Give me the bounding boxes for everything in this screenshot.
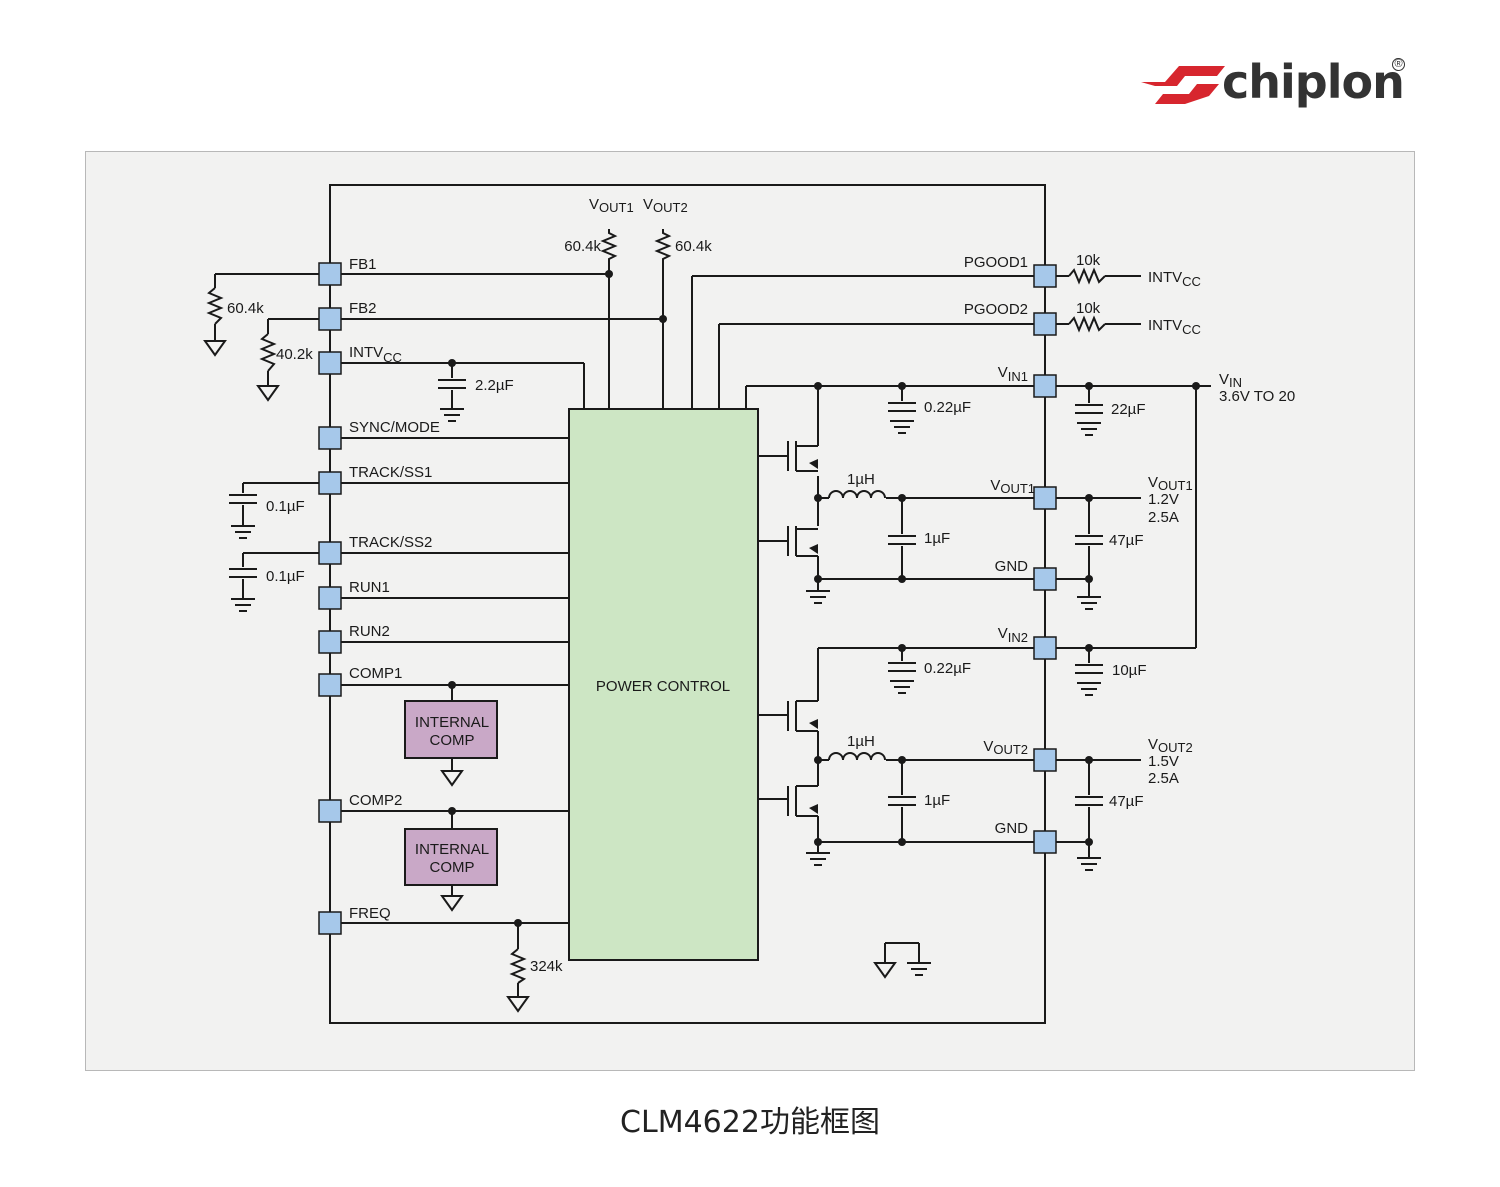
internal-comp-1-line1: INTERNAL [415, 714, 489, 731]
label-c-vin2-int: 0.22µF [924, 660, 971, 677]
pin-freq: FREQ [349, 905, 391, 922]
mosfet-hs2 [787, 700, 818, 732]
label-vout2-top: VOUT2 [643, 196, 688, 215]
label-c-ss1: 0.1µF [266, 498, 305, 515]
label-vout2-current: 2.5A [1148, 770, 1179, 787]
label-vin: VIN [1219, 371, 1242, 390]
label-c-ss2: 0.1µF [266, 568, 305, 585]
pin-gnd1: GND [995, 558, 1029, 575]
chiplon-logo [1141, 66, 1225, 104]
mosfet-ls1 [787, 526, 818, 557]
label-c-intvcc: 2.2µF [475, 377, 514, 394]
label-r-pg2: 10k [1076, 300, 1101, 317]
registered-mark: ® [1392, 58, 1405, 71]
figure-caption: CLM4622功能框图 [620, 1105, 880, 1140]
pin-pgood2: PGOOD2 [964, 301, 1028, 318]
label-vout1-voltage: 1.2V [1148, 491, 1179, 508]
label-c-vin2-ext: 10µF [1112, 662, 1147, 679]
pin-vout2: VOUT2 [983, 738, 1028, 757]
pin-pgood1: PGOOD1 [964, 254, 1028, 271]
label-c-vin1-int: 0.22µF [924, 399, 971, 416]
label-vout2-out: VOUT2 [1148, 736, 1193, 755]
label-c-out1-int: 1µF [924, 530, 950, 547]
pin-track-ss1: TRACK/SS1 [349, 464, 432, 481]
label-r-fb-top2: 60.4k [675, 238, 712, 255]
pin-intvcc: INTVCC [349, 344, 402, 365]
label-vout1-current: 2.5A [1148, 509, 1179, 526]
pin-comp2: COMP2 [349, 792, 402, 809]
label-l1: 1µH [847, 471, 875, 488]
pin-vin2: VIN2 [998, 625, 1028, 645]
internal-comp-1 [404, 700, 498, 759]
pin-comp1: COMP1 [349, 665, 402, 682]
mosfet-hs1 [787, 441, 818, 472]
label-r-fb1: 60.4k [227, 300, 264, 317]
pin-vin1: VIN1 [998, 364, 1028, 384]
label-vout1-out: VOUT1 [1148, 474, 1193, 493]
label-vin-range: 3.6V TO 20 [1219, 388, 1295, 405]
label-c-out2-int: 1µF [924, 792, 950, 809]
label-intvcc-2: INTVCC [1148, 317, 1201, 337]
label-c-vin1-ext: 22µF [1111, 401, 1146, 418]
block-diagram-panel: POWER CONTROL INTERNAL COMP INTERNAL COM… [85, 151, 1415, 1071]
schematic: POWER CONTROL INTERNAL COMP INTERNAL COM… [204, 184, 1295, 1024]
label-r-fb2: 40.2k [276, 346, 313, 363]
label-vout2-voltage: 1.5V [1148, 753, 1179, 770]
label-vout1-top: VOUT1 [589, 196, 634, 215]
internal-comp-2 [404, 828, 498, 886]
label-intvcc-1: INTVCC [1148, 269, 1201, 289]
power-control-label: POWER CONTROL [596, 678, 730, 695]
mosfet-ls2 [787, 785, 818, 817]
pin-run2: RUN2 [349, 623, 390, 640]
label-c-out1-ext: 47µF [1109, 532, 1144, 549]
label-r-fb-top1: 60.4k [564, 238, 601, 255]
internal-comp-2-line1: INTERNAL [415, 841, 489, 858]
pin-fb1: FB1 [349, 256, 377, 273]
label-l2: 1µH [847, 733, 875, 750]
pin-fb2: FB2 [349, 300, 377, 317]
internal-comp-2-line2: COMP [430, 859, 475, 876]
pin-track-ss2: TRACK/SS2 [349, 534, 432, 551]
pin-sync-mode: SYNC/MODE [349, 419, 440, 436]
internal-comp-1-line2: COMP [430, 732, 475, 749]
pin-run1: RUN1 [349, 579, 390, 596]
label-r-freq: 324k [530, 958, 563, 975]
label-c-out2-ext: 47µF [1109, 793, 1144, 810]
brand-name: chiplon [1222, 55, 1405, 109]
pin-gnd2: GND [995, 820, 1029, 837]
power-control-block [568, 408, 759, 961]
label-r-pg1: 10k [1076, 252, 1101, 269]
pin-vout1: VOUT1 [990, 477, 1035, 496]
